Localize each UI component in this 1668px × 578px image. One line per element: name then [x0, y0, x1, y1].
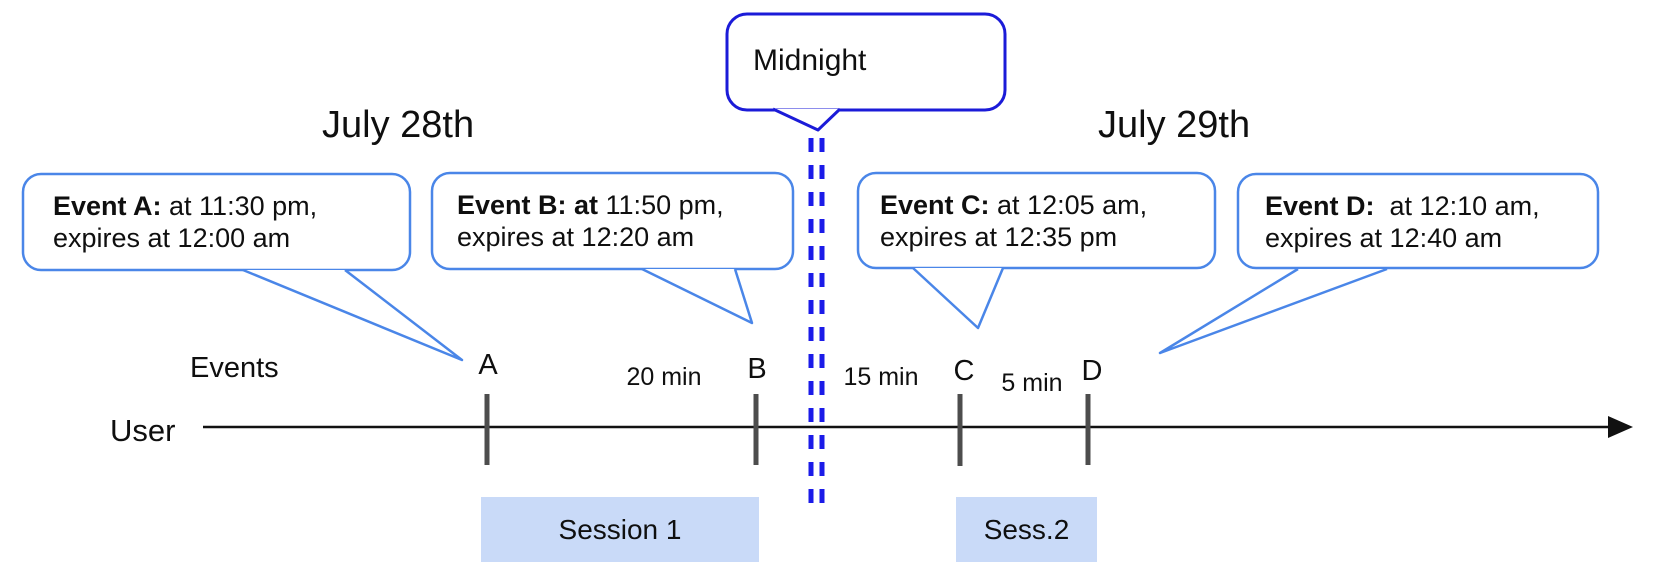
- user-axis-label: User: [110, 413, 176, 448]
- tick-label-a: A: [478, 349, 498, 381]
- event-c-line1: Event C: at 12:05 am,: [880, 189, 1147, 221]
- interval-label-20min: 20 min: [626, 363, 702, 391]
- interval-label-5min: 5 min: [1001, 369, 1063, 397]
- event-b-bubble-text: Event B: at 11:50 pm, expires at 12:20 a…: [457, 189, 724, 253]
- event-c-bubble-tail: [912, 267, 1005, 330]
- tick-label-c: C: [953, 355, 975, 387]
- event-c-title: Event C:: [880, 190, 990, 220]
- event-d-bubble-text: Event D: at 12:10 am, expires at 12:40 a…: [1265, 190, 1540, 254]
- event-d-title: Event D:: [1265, 191, 1375, 221]
- session-1-box: Session 1: [481, 497, 759, 562]
- event-a-bubble-body: [21, 172, 412, 272]
- events-axis-label: Events: [190, 352, 279, 384]
- session-1-label: Session 1: [558, 513, 682, 545]
- event-a-line1: Event A: at 11:30 pm,: [53, 190, 317, 222]
- event-d-line1: Event D: at 12:10 am,: [1265, 190, 1540, 222]
- midnight-bubble-label: Midnight: [753, 44, 867, 77]
- session-2-box: Sess.2: [956, 497, 1097, 562]
- event-b-bubble-tail: [641, 267, 754, 325]
- tick-label-d: D: [1081, 355, 1103, 387]
- event-b-title: Event B: at: [457, 190, 599, 220]
- event-d-bubble-tail: [1158, 267, 1388, 355]
- session-2-label: Sess.2: [983, 513, 1070, 545]
- event-a-title: Event A:: [53, 191, 162, 221]
- event-b-time: 11:50 pm,: [598, 190, 724, 220]
- event-c-bubble-body: [856, 171, 1217, 270]
- event-a-bubble-tail: [242, 268, 464, 362]
- event-a-time: at 11:30 pm,: [161, 191, 318, 221]
- date-label-july-29: July 29th: [1098, 104, 1251, 146]
- event-c-bubble-text: Event C: at 12:05 am, expires at 12:35 p…: [880, 189, 1147, 253]
- date-label-july-28: July 28th: [322, 104, 475, 146]
- event-d-bubble-body: [1236, 172, 1600, 270]
- event-d-line2: expires at 12:40 am: [1265, 223, 1503, 253]
- event-d-time: at 12:10 am,: [1374, 191, 1540, 221]
- midnight-bubble-tail: [772, 107, 842, 132]
- tick-label-b: B: [747, 353, 767, 385]
- event-b-bubble-body: [430, 171, 795, 271]
- timeline-arrowhead: [1608, 416, 1633, 438]
- event-a-line2: expires at 12:00 am: [53, 223, 291, 253]
- event-c-line2: expires at 12:35 pm: [880, 222, 1118, 252]
- event-a-bubble-text: Event A: at 11:30 pm, expires at 12:00 a…: [53, 190, 317, 254]
- event-b-line1: Event B: at 11:50 pm,: [457, 189, 724, 221]
- event-c-time: at 12:05 am,: [989, 190, 1148, 220]
- event-b-line2: expires at 12:20 am: [457, 222, 695, 252]
- interval-label-15min: 15 min: [843, 363, 919, 391]
- midnight-bubble-body: [725, 12, 1007, 112]
